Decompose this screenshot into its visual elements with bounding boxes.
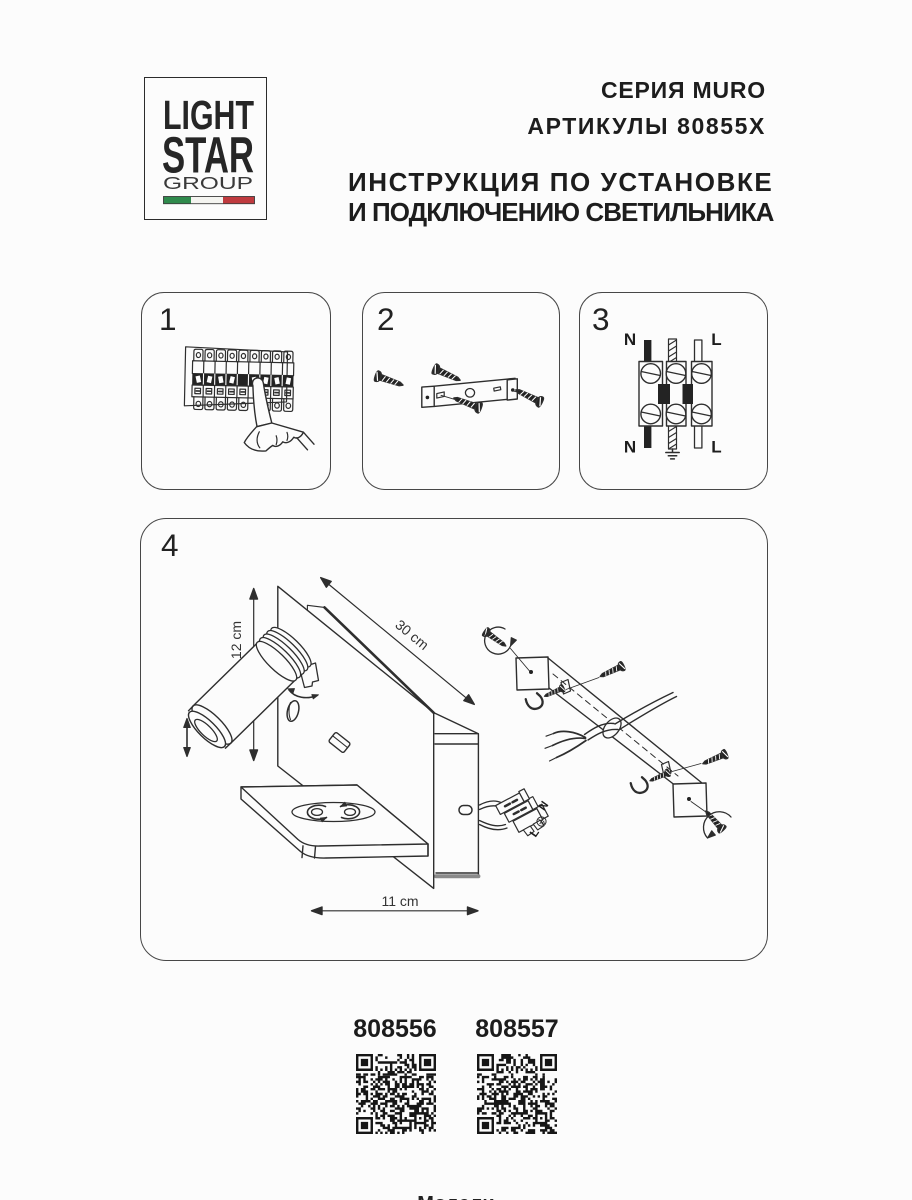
step-box-1 <box>141 292 331 490</box>
dimension-11cm: 11 cm <box>310 893 479 916</box>
terminal-connector-block: N L <box>478 788 551 840</box>
header-series-block: СЕРИЯ MURO АРТИКУЛЫ 80855X <box>527 72 766 144</box>
step-box-3 <box>579 292 768 490</box>
rotate-arrow-spotlight <box>286 686 320 700</box>
earth-symbol <box>665 448 680 460</box>
logo-group-text: GROUP <box>163 173 253 193</box>
step-number-2: 2 <box>377 301 395 337</box>
lamp-side-box <box>433 711 481 879</box>
step1-breaker-drawing <box>183 346 315 452</box>
logo-star-text: STAR <box>162 127 254 184</box>
lamp-back-plate <box>277 585 435 890</box>
breaker-lower-windows <box>194 387 292 397</box>
wire-neutral-top <box>644 340 652 363</box>
dimension-11cm-label: 11 cm <box>381 893 418 909</box>
step-box-2 <box>362 292 560 490</box>
logo-italian-flag <box>163 196 255 205</box>
step-number-4: 4 <box>161 527 179 563</box>
qr-code-808556 <box>356 1054 436 1134</box>
label-line-top: L <box>711 330 721 349</box>
step-box-4 <box>140 518 768 961</box>
cable-exit-hole <box>458 804 473 816</box>
wireless-coil-right <box>339 801 361 820</box>
qr-code-808557 <box>477 1054 557 1134</box>
dimension-12cm-label: 12 cm <box>228 621 244 659</box>
adjust-arrow-vertical <box>183 717 191 758</box>
product-article-808557: 808557 <box>475 1015 559 1043</box>
rotation-arrows <box>484 626 732 841</box>
breaker-top-caps <box>193 348 294 364</box>
series-title: СЕРИЯ MURO <box>600 76 766 103</box>
logo-art: LIGHT STAR GROUP <box>162 92 255 205</box>
wall-bracket-assembly <box>481 626 732 841</box>
pointing-hand <box>243 377 315 452</box>
charging-pad-oval <box>291 801 376 823</box>
logo-light-text: LIGHT <box>163 92 254 138</box>
label-neutral-top: N <box>624 330 636 349</box>
wire-line-top <box>693 339 703 364</box>
dimension-30cm-label: 30 cm <box>392 616 432 653</box>
wire-ground-top <box>667 338 678 364</box>
product-article-808556: 808556 <box>353 1015 437 1043</box>
connector-earth-symbol <box>536 816 547 827</box>
instruction-title-line1: ИНСТРУКЦИЯ ПО УСТАНОВКЕ <box>348 167 774 197</box>
label-neutral-bottom: N <box>624 438 636 457</box>
wire-line-bottom <box>693 424 703 449</box>
wire-ground-bottom <box>667 424 678 450</box>
power-switch <box>328 732 351 753</box>
step-number-1: 1 <box>159 301 177 337</box>
step4-installation-drawing: N L 12 cm <box>183 573 732 916</box>
step2-bracket-drawing <box>372 362 546 415</box>
label-line-bottom: L <box>711 438 721 457</box>
charging-shelf <box>240 784 429 859</box>
reading-spotlight <box>187 626 320 749</box>
lightstar-logo <box>144 77 267 220</box>
adjust-knob <box>286 699 300 723</box>
articles-title: АРТИКУЛЫ 80855X <box>527 112 766 139</box>
power-cable <box>544 691 678 762</box>
step3-wiring-diagram: N N L L <box>624 330 722 460</box>
wireless-coil-left <box>306 804 328 823</box>
step-number-3: 3 <box>592 301 610 337</box>
footer-cut-text: Модели <box>0 1193 912 1200</box>
wire-neutral-bottom <box>644 425 652 448</box>
terminal-screws <box>640 363 713 425</box>
instruction-title-line2: И ПОДКЛЮЧЕНИЮ СВЕТИЛЬНИКА <box>348 197 774 227</box>
breaker-toggle-stripe <box>192 373 294 388</box>
